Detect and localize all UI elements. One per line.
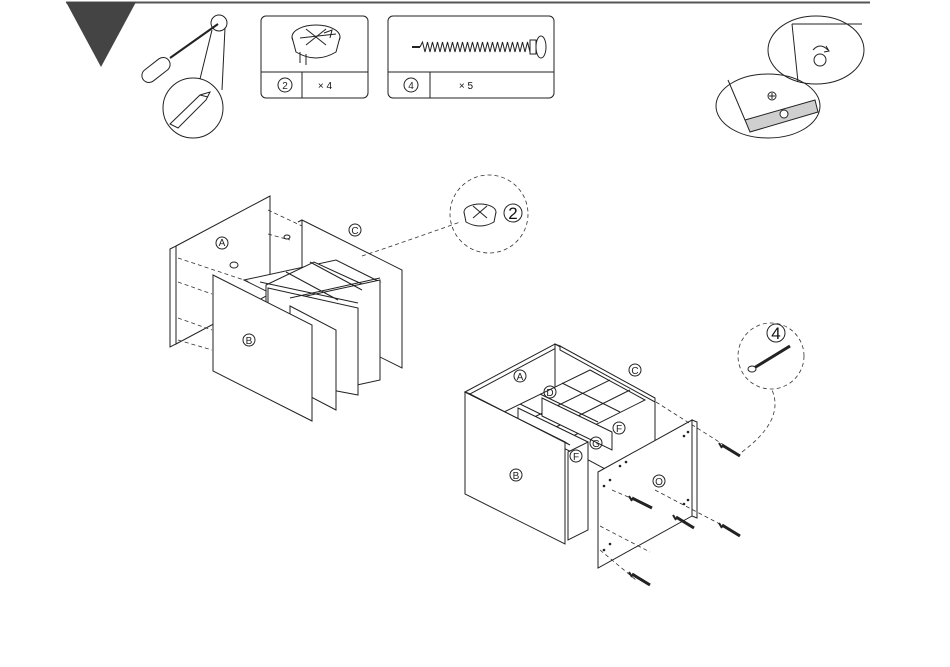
right-label-g: G [592,439,600,450]
right-label-c: C [631,366,638,377]
part-card-cam-lock: 2 × 4 [261,16,368,98]
screw-icon [719,443,740,456]
left-exploded-assembly: A B C [170,196,460,421]
cam-lock-callout-id: 2 [508,204,517,223]
cam-lock-quantity: × 4 [318,81,333,92]
screw-icon [719,523,740,536]
screw-icon [629,572,650,585]
right-assembly: A C D F G F B O [465,344,775,585]
part-card-screw: 4 × 5 [388,16,554,98]
right-label-o: O [655,477,663,488]
right-label-d: D [546,388,553,399]
step-marker-icon [66,2,136,67]
cam-lock-callout: 2 [450,175,528,253]
cam-lock-icon [292,25,340,65]
screw-quantity: × 5 [459,81,474,92]
screw-icon [412,36,546,58]
cam-lock-orientation-icon [716,16,864,138]
screw-id: 4 [408,81,414,92]
screw-callout-id: 4 [771,324,780,343]
left-label-a: A [219,238,226,249]
screw-callout: 4 [738,323,804,389]
right-label-f-inner: F [616,424,622,435]
right-label-b: B [513,471,520,482]
phillips-screwdriver-icon [139,15,227,138]
right-label-f-front: F [573,452,579,463]
right-label-a: A [517,372,524,383]
cam-lock-id: 2 [282,81,288,92]
